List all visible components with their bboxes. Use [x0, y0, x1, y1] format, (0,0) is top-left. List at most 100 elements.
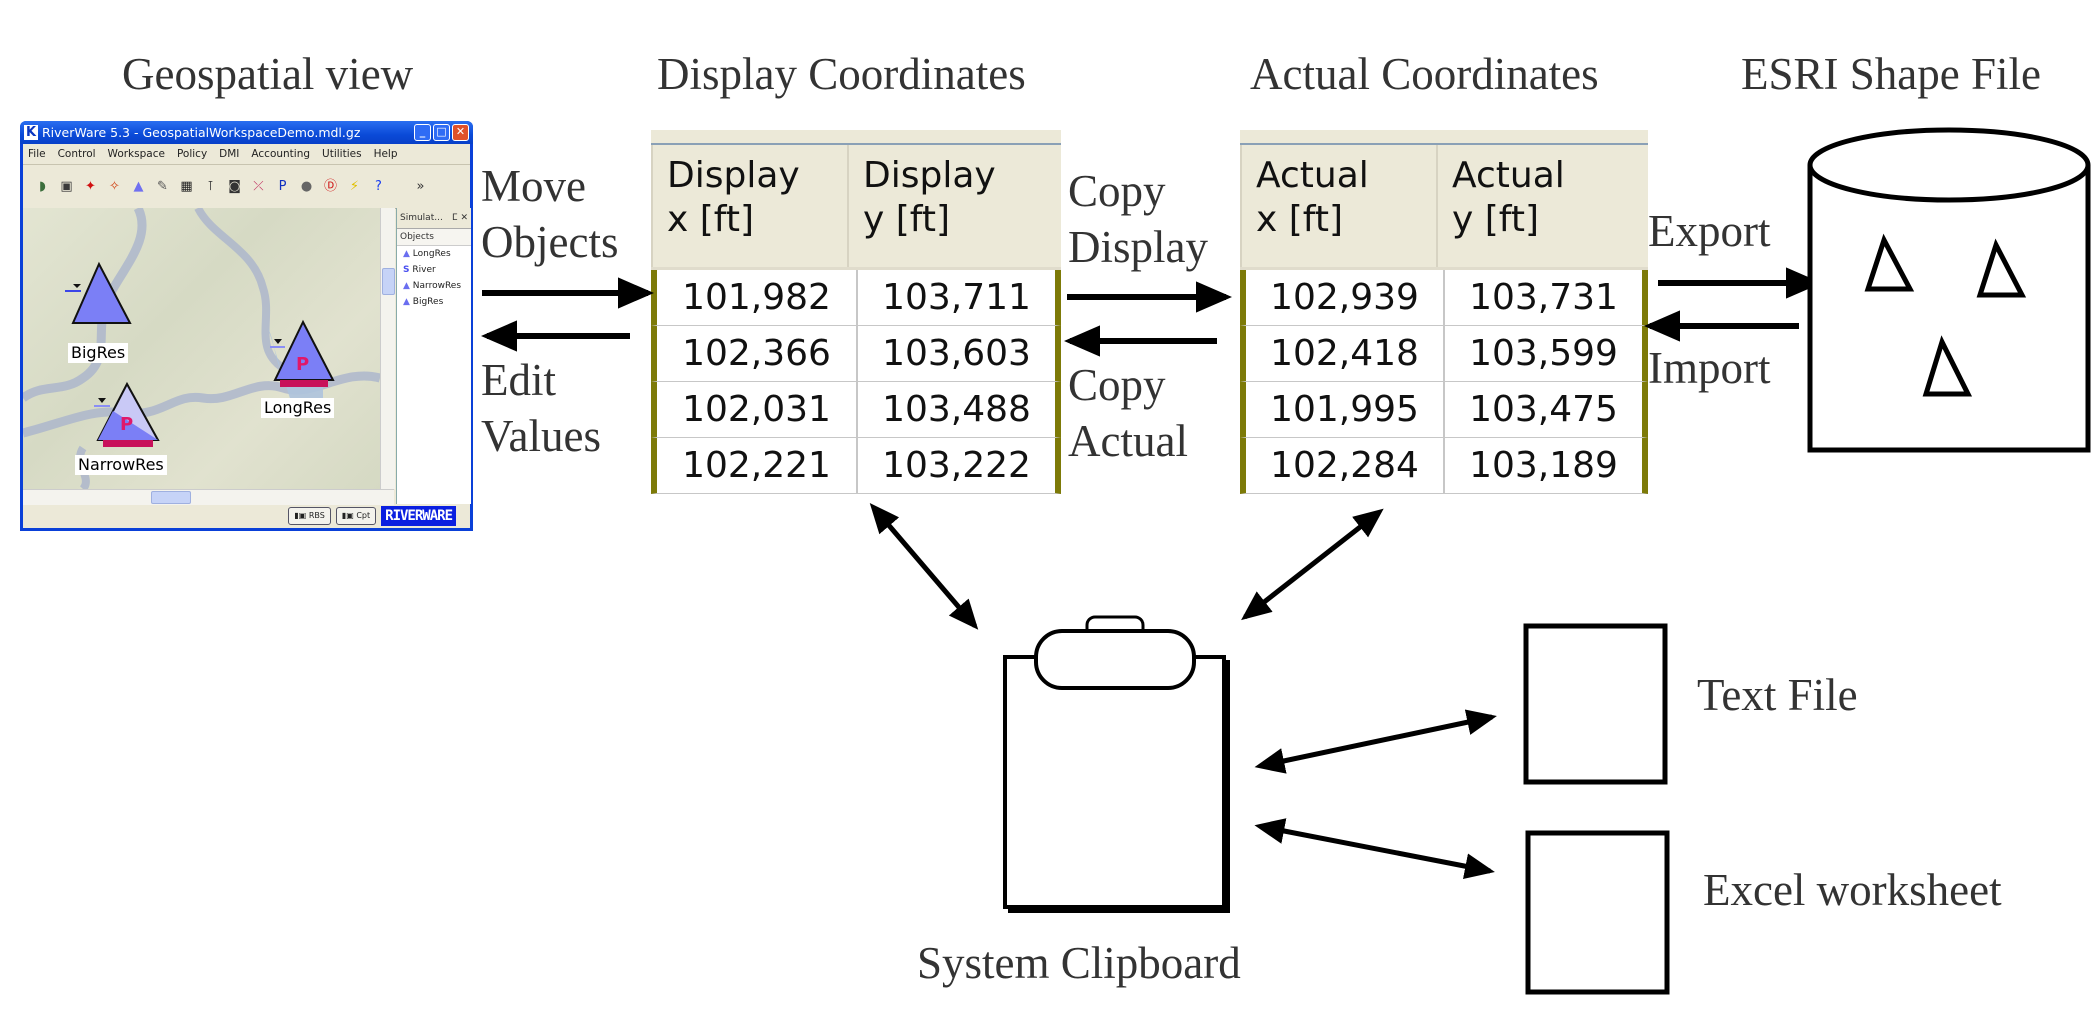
table-body: 101,982 103,711 102,366 103,603 102,031 103,4…	[651, 270, 1061, 494]
panel-pin-icon[interactable]: ⵎ	[451, 213, 458, 223]
menu-dmi[interactable]: DMI	[219, 148, 240, 160]
database-icon[interactable]: ●	[300, 179, 313, 194]
snapshot-icon[interactable]: ◙	[228, 179, 241, 194]
grid-icon[interactable]: ▦	[180, 179, 193, 194]
table-cell[interactable]: 102,221	[682, 445, 831, 486]
panel-header: Simulat... ⵎ ✕	[397, 208, 471, 229]
table-row: 102,284 103,189	[1240, 438, 1648, 494]
table-cell[interactable]: 103,189	[1443, 438, 1642, 493]
close-button[interactable]: ✕	[452, 124, 469, 141]
table-cell[interactable]: 103,222	[856, 438, 1055, 493]
vertical-scroll-thumb[interactable]	[382, 268, 395, 295]
save-icon[interactable]: ▣	[60, 179, 73, 194]
menu-policy[interactable]: Policy	[176, 148, 208, 160]
window-title: RiverWare 5.3 - GeospatialWorkspaceDemo.…	[42, 125, 361, 140]
table-row: 102,418 103,599	[1240, 326, 1648, 382]
multi-run-icon[interactable]: ✧	[109, 179, 120, 194]
display-clipboard-arrow	[869, 503, 979, 630]
policy-plot-icon[interactable]: P	[278, 179, 287, 194]
table-cell[interactable]: 101,982	[682, 277, 831, 318]
panel-item-longres[interactable]: ▲ LongRes	[403, 249, 451, 259]
menu-utilities[interactable]: Utilities	[322, 148, 362, 160]
menu-file[interactable]: File	[28, 148, 46, 160]
maximize-button[interactable]: □	[433, 124, 450, 141]
table-cell[interactable]: 102,284	[1270, 445, 1419, 486]
table-cell[interactable]: 103,599	[1443, 326, 1642, 381]
river-icon: S	[403, 265, 410, 275]
svg-text:P: P	[296, 354, 309, 375]
reservoir-icon: ▲	[403, 297, 410, 307]
map-horizontal-scrollbar[interactable]	[23, 489, 394, 505]
heading-geospatial-view: Geospatial view	[122, 49, 414, 99]
reservoir-icon: ▲	[403, 249, 410, 259]
panel-item-narrowres[interactable]: ▲ NarrowRes	[403, 281, 462, 291]
toolbar-overflow-icon[interactable]: »	[416, 179, 425, 194]
map-river-overlay: P P	[23, 208, 380, 489]
table-cell[interactable]: 103,475	[1443, 382, 1642, 437]
lightning-icon[interactable]: ⚡	[349, 179, 360, 194]
table-cell[interactable]: 103,731	[1443, 270, 1642, 325]
status-bar: ▮▣ RBS ▮▣ Cpt RIVERWARE	[23, 504, 470, 528]
excel-clipboard-arrow	[1254, 818, 1495, 879]
table-row: 102,366 103,603	[651, 326, 1061, 382]
link-icon[interactable]: ✎	[157, 179, 168, 194]
minimize-button[interactable]: _	[414, 124, 431, 141]
excel-worksheet-icon	[1525, 830, 1670, 995]
panel-item-river[interactable]: S River	[403, 265, 436, 275]
rbs-button[interactable]: ▮▣ RBS	[288, 507, 331, 525]
table-body: 102,939 103,731 102,418 103,599 101,995 103,4…	[1240, 270, 1648, 494]
map-label-bigres[interactable]: BigRes	[68, 343, 129, 363]
table-row: 101,995 103,475	[1240, 382, 1648, 438]
open-icon[interactable]: ◗	[39, 179, 46, 194]
table-cell[interactable]: 102,939	[1270, 277, 1419, 318]
table-cell[interactable]: 102,031	[682, 389, 831, 430]
table-row: 102,939 103,731	[1240, 270, 1648, 326]
table-cell[interactable]: 103,711	[856, 270, 1055, 325]
map-label-longres[interactable]: LongRes	[261, 398, 335, 418]
run-icon[interactable]: ✦	[85, 179, 96, 194]
dmi-icon[interactable]: Ⓓ	[323, 179, 337, 194]
table-cell[interactable]: 103,488	[856, 382, 1055, 437]
clipboard-icon	[1003, 615, 1230, 913]
panel-item-bigres[interactable]: ▲ BigRes	[403, 297, 444, 307]
table-cell[interactable]: 103,603	[856, 326, 1055, 381]
label-system-clipboard: System Clipboard	[917, 938, 1241, 988]
menu-workspace[interactable]: Workspace	[107, 148, 165, 160]
map-vertical-scrollbar[interactable]	[380, 208, 395, 489]
units-icon[interactable]: ⊺	[207, 179, 214, 194]
label-excel-worksheet: Excel worksheet	[1703, 865, 2002, 915]
bigres-reservoir-icon	[65, 261, 132, 324]
help-icon[interactable]: ?	[375, 179, 382, 194]
horizontal-scroll-thumb[interactable]	[151, 491, 191, 504]
geospatial-map[interactable]: P P BigRes LongRes NarrowRes	[23, 208, 380, 489]
riverware-window: K RiverWare 5.3 - GeospatialWorkspaceDem…	[20, 121, 473, 531]
cpt-button[interactable]: ▮▣ Cpt	[335, 507, 377, 525]
riverware-brand-logo: RIVERWARE	[381, 506, 456, 526]
plot-icon[interactable]: ⤫	[253, 179, 264, 194]
table-cell[interactable]: 102,418	[1270, 333, 1419, 374]
heading-actual-coordinates: Actual Coordinates	[1250, 49, 1599, 99]
map-label-narrowres[interactable]: NarrowRes	[75, 455, 167, 475]
panel-close-icon[interactable]: ✕	[460, 213, 468, 223]
object-icon[interactable]: ▲	[133, 179, 144, 194]
label-export: Export	[1648, 206, 1771, 256]
menu-help[interactable]: Help	[373, 148, 398, 160]
menu-accounting[interactable]: Accounting	[251, 148, 311, 160]
label-import: Import	[1648, 343, 1771, 393]
table-cell[interactable]: 101,995	[1270, 389, 1419, 430]
table-cell[interactable]: 102,366	[682, 333, 831, 374]
table-row: 102,031 103,488	[651, 382, 1061, 438]
shapefile-cylinder-icon	[1807, 127, 2091, 453]
menu-control[interactable]: Control	[57, 148, 96, 160]
window-title-bar[interactable]: K RiverWare 5.3 - GeospatialWorkspaceDem…	[20, 121, 473, 144]
